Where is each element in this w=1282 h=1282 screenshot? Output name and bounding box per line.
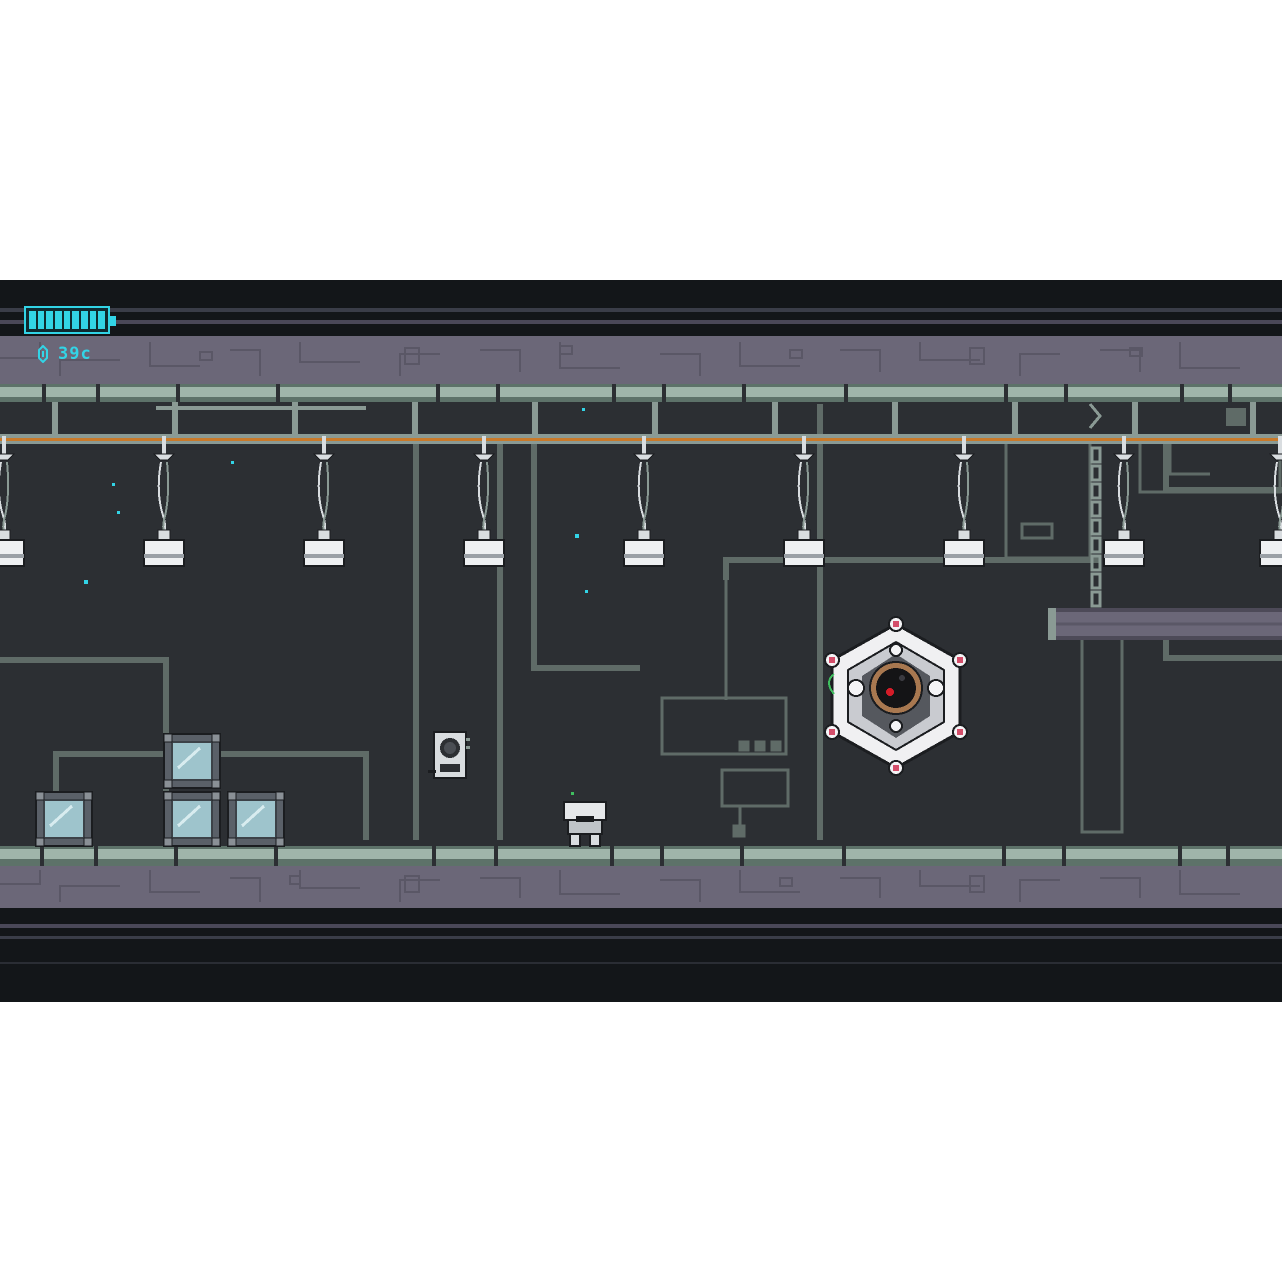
hanging-lamp	[1103, 436, 1145, 567]
battery-cell	[46, 311, 54, 329]
hanging-lamp	[143, 436, 185, 567]
battery-cell	[98, 311, 106, 329]
currency-value: 39c	[58, 344, 92, 364]
battery-cell	[55, 311, 62, 329]
hanging-lamp	[623, 436, 665, 567]
floor-circuit-lines	[0, 870, 1240, 902]
wall-speaker-terminal[interactable]	[428, 731, 470, 779]
battery-cap	[110, 316, 116, 326]
glass-crates	[35, 733, 285, 847]
hanging-lamp	[463, 436, 505, 567]
top-line-1	[0, 308, 1282, 312]
glass-crate	[163, 733, 221, 789]
battery-cell	[89, 311, 97, 329]
robot-player	[563, 792, 607, 847]
background-panels	[660, 444, 1282, 838]
ceiling-band	[0, 336, 1282, 384]
hanging-chain	[1088, 403, 1102, 608]
bottom-line-2	[0, 936, 1282, 939]
battery-cell	[72, 311, 80, 329]
level-scene	[0, 280, 1282, 1002]
bottom-line-1	[0, 924, 1282, 928]
currency-counter: 39c	[38, 344, 92, 364]
rail-brackets	[52, 402, 1256, 434]
battery-cell	[29, 311, 36, 329]
battery-cell	[37, 311, 45, 329]
hexagon-eye-boss[interactable]	[824, 616, 968, 776]
hanging-lamp	[783, 436, 825, 567]
hanging-lamps	[0, 436, 1282, 567]
top-line-2	[0, 320, 1282, 324]
wall-plate	[1226, 408, 1246, 426]
battery-meter	[24, 306, 116, 334]
battery-cell	[81, 311, 88, 329]
energy-particles	[84, 408, 588, 593]
floor-pipe	[0, 846, 1282, 866]
hanging-lamp	[1259, 436, 1282, 567]
floating-platform	[1048, 608, 1282, 640]
glass-crate	[163, 791, 221, 847]
game-viewport[interactable]: 39c	[0, 280, 1282, 1002]
bottom-line-3	[0, 962, 1282, 964]
overhead-rail-stripe	[0, 438, 1282, 441]
battery-cell	[63, 311, 71, 329]
ceiling-pipe	[0, 384, 1282, 402]
glass-crate	[227, 791, 285, 847]
hanging-lamp	[303, 436, 345, 567]
glass-crate	[35, 791, 93, 847]
bottom-border	[0, 908, 1282, 1002]
hanging-lamp	[943, 436, 985, 567]
crystal-icon	[38, 345, 48, 363]
floor-band	[0, 866, 1282, 908]
hanging-lamp	[0, 436, 25, 567]
